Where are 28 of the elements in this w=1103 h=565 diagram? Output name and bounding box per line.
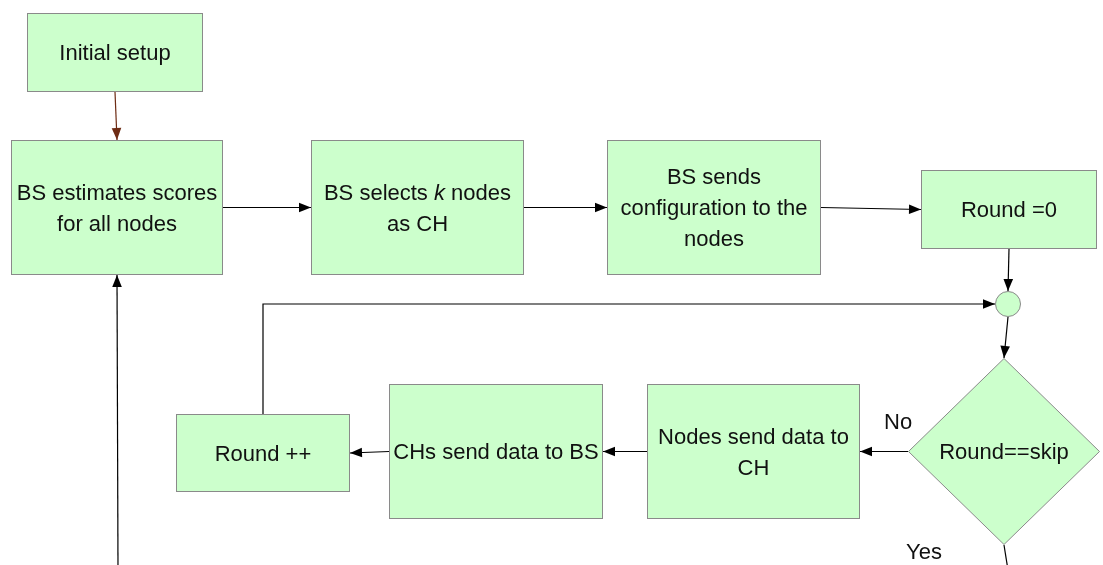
arrow <box>523 202 608 213</box>
process-box <box>607 140 821 275</box>
process-box <box>311 140 524 275</box>
box-label: Round =0 <box>961 196 1057 224</box>
box-label: Round ++ <box>214 439 312 468</box>
box-label: BS estimates scores for all nodes <box>15 178 219 238</box>
arrow <box>859 446 909 457</box>
box-label: CHs send data to BS <box>393 438 599 466</box>
box-label: Round==skip <box>939 438 1069 466</box>
process-box <box>647 384 860 519</box>
arrow <box>602 446 648 457</box>
process-box <box>389 384 603 519</box>
process-box <box>176 414 350 492</box>
arrow <box>349 447 390 458</box>
arrow <box>1000 316 1010 359</box>
process-box <box>27 13 203 92</box>
arrow <box>1003 248 1014 292</box>
arrow <box>222 202 312 213</box>
box-label: BS selects k nodes as CH <box>322 178 513 238</box>
box-label: Nodes send data to CH <box>657 422 850 482</box>
process-box <box>921 170 1097 249</box>
box-label: Initial setup <box>59 39 171 67</box>
arrow <box>262 299 996 415</box>
arrow <box>111 91 122 141</box>
process-box <box>11 140 223 275</box>
arrow <box>820 204 922 215</box>
box-label: BS sends configuration to the nodes <box>619 163 809 253</box>
arrow <box>112 274 122 565</box>
